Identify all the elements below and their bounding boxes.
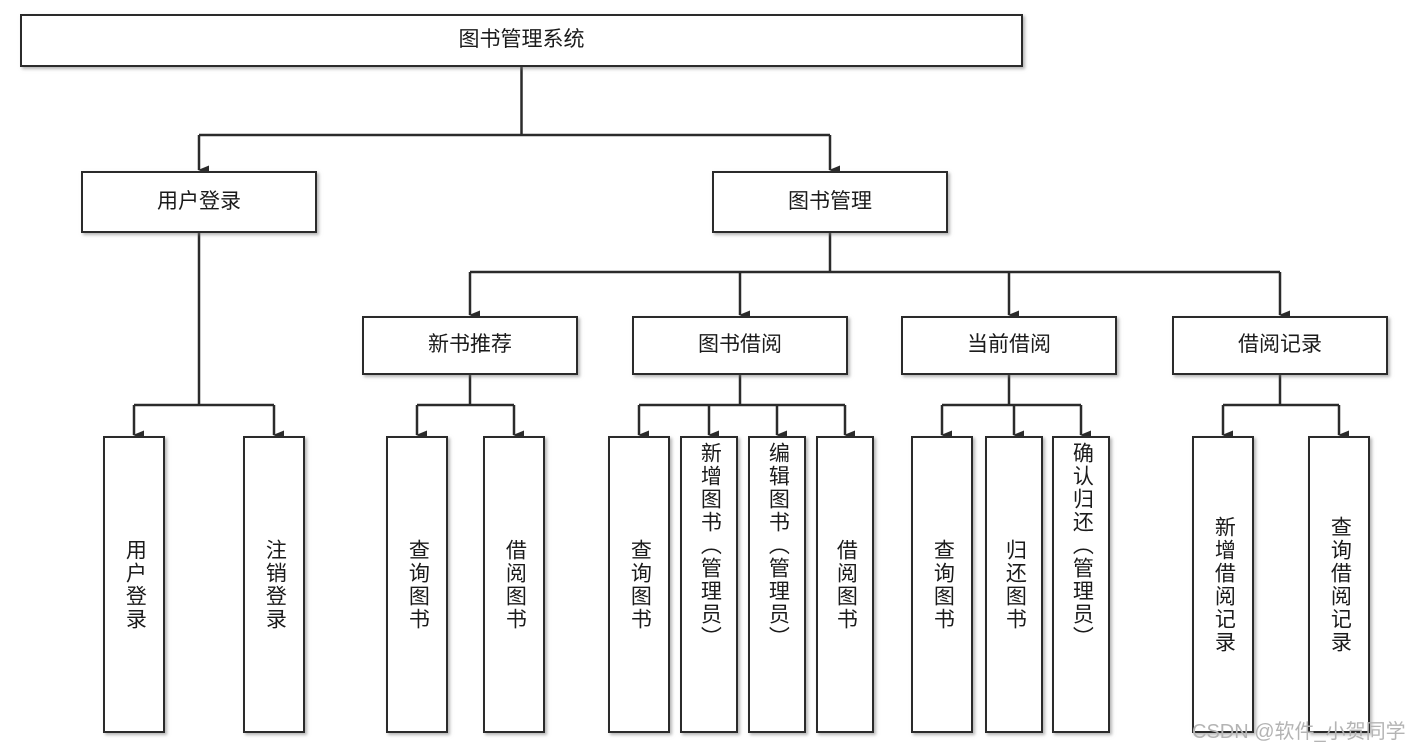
node-label: 查询借阅记录 <box>1328 515 1352 654</box>
node-borrow-record[interactable]: 借阅记录 <box>1172 316 1388 375</box>
node-label: 借阅图书 <box>834 538 858 631</box>
node-label: 当前借阅 <box>967 333 1051 357</box>
node-label: 图书管理系统 <box>458 28 585 52</box>
node-leaf-borrow-book-1[interactable]: 借阅图书 <box>483 436 545 733</box>
node-label: 新书推荐 <box>428 333 512 357</box>
node-label: 查询图书 <box>406 538 430 631</box>
node-leaf-query-borrow-record[interactable]: 查询借阅记录 <box>1308 436 1370 733</box>
node-current-borrow[interactable]: 当前借阅 <box>901 316 1117 375</box>
node-label: 新增图书（管理员） <box>698 442 722 649</box>
edge-group <box>132 67 1349 440</box>
node-book-manage[interactable]: 图书管理 <box>712 171 948 233</box>
node-label: 图书管理 <box>788 189 872 213</box>
node-label: 图书借阅 <box>698 333 782 357</box>
node-leaf-edit-book-admin[interactable]: 编辑图书（管理员） <box>748 436 806 733</box>
node-label: 注销登录 <box>263 538 287 631</box>
node-leaf-add-borrow-record[interactable]: 新增借阅记录 <box>1192 436 1254 733</box>
node-book-borrow[interactable]: 图书借阅 <box>632 316 848 375</box>
node-root[interactable]: 图书管理系统 <box>20 14 1023 67</box>
node-leaf-confirm-return-admin[interactable]: 确认归还（管理员） <box>1052 436 1110 733</box>
node-label: 归还图书 <box>1003 538 1027 631</box>
node-leaf-query-book-3[interactable]: 查询图书 <box>911 436 973 733</box>
node-leaf-user-login[interactable]: 用户登录 <box>103 436 165 733</box>
node-label: 用户登录 <box>123 538 147 631</box>
node-label: 借阅图书 <box>503 538 527 631</box>
node-label: 编辑图书（管理员） <box>766 442 790 649</box>
node-label: 借阅记录 <box>1238 333 1322 357</box>
node-label: 用户登录 <box>157 189 241 213</box>
node-leaf-user-logout[interactable]: 注销登录 <box>243 436 305 733</box>
node-new-book-recommend[interactable]: 新书推荐 <box>362 316 578 375</box>
node-label: 新增借阅记录 <box>1212 515 1236 654</box>
node-leaf-add-book-admin[interactable]: 新增图书（管理员） <box>680 436 738 733</box>
node-leaf-query-book-2[interactable]: 查询图书 <box>608 436 670 733</box>
node-label: 确认归还（管理员） <box>1070 442 1094 649</box>
node-label: 查询图书 <box>628 538 652 631</box>
node-leaf-borrow-book-2[interactable]: 借阅图书 <box>816 436 874 733</box>
node-leaf-return-book[interactable]: 归还图书 <box>985 436 1043 733</box>
node-leaf-query-book-1[interactable]: 查询图书 <box>386 436 448 733</box>
node-user-login[interactable]: 用户登录 <box>81 171 317 233</box>
node-label: 查询图书 <box>931 538 955 631</box>
